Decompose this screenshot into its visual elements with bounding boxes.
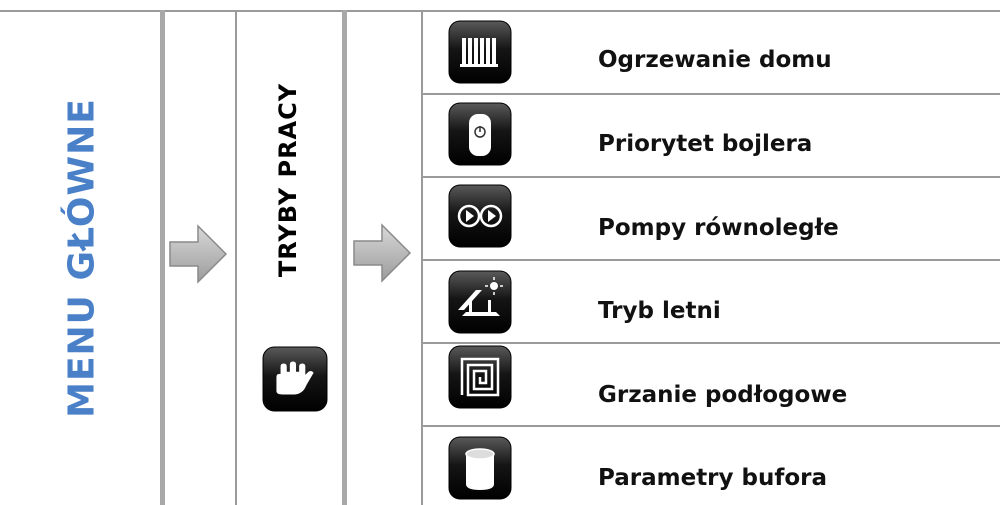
row-divider <box>421 425 1000 427</box>
top-border <box>0 10 1000 12</box>
arrow-right-icon <box>169 224 228 284</box>
arrow-right-icon <box>353 223 412 283</box>
parallel-pumps-icon <box>448 184 512 248</box>
option-row[interactable]: Grzanie podłogowe <box>425 344 1000 425</box>
option-label: Tryb letni <box>598 298 721 324</box>
radiator-icon <box>448 20 512 84</box>
row-divider <box>421 259 1000 261</box>
summer-mode-icon <box>448 270 512 334</box>
submenu-title: TRYBY PRACY <box>274 82 302 278</box>
hand-icon[interactable] <box>262 346 328 412</box>
option-label: Ogrzewanie domu <box>598 47 832 73</box>
row-divider <box>421 176 1000 178</box>
option-label: Parametry bufora <box>598 465 828 491</box>
option-row[interactable]: Parametry bufora <box>425 427 1000 505</box>
column-divider <box>342 10 347 505</box>
option-label: Pompy równoległe <box>598 215 839 241</box>
option-row[interactable]: Priorytet bojlera <box>425 95 1000 176</box>
boiler-icon <box>448 102 512 166</box>
row-divider <box>421 342 1000 344</box>
column-divider <box>160 10 165 505</box>
floor-heating-icon <box>448 345 512 409</box>
option-label: Grzanie podłogowe <box>598 382 848 408</box>
menu-title-part1: MENU <box>61 294 103 418</box>
option-row[interactable]: Tryb letni <box>425 261 1000 342</box>
option-row[interactable]: Ogrzewanie domu <box>425 12 1000 93</box>
row-divider <box>421 93 1000 95</box>
menu-title: MENU GŁÓWNE <box>62 98 103 418</box>
column-divider <box>421 10 423 505</box>
buffer-tank-icon <box>448 436 512 500</box>
column-divider <box>235 10 237 505</box>
option-label: Priorytet bojlera <box>598 131 813 157</box>
option-row[interactable]: Pompy równoległe <box>425 178 1000 259</box>
menu-title-part2: GŁÓWNE <box>61 98 103 281</box>
